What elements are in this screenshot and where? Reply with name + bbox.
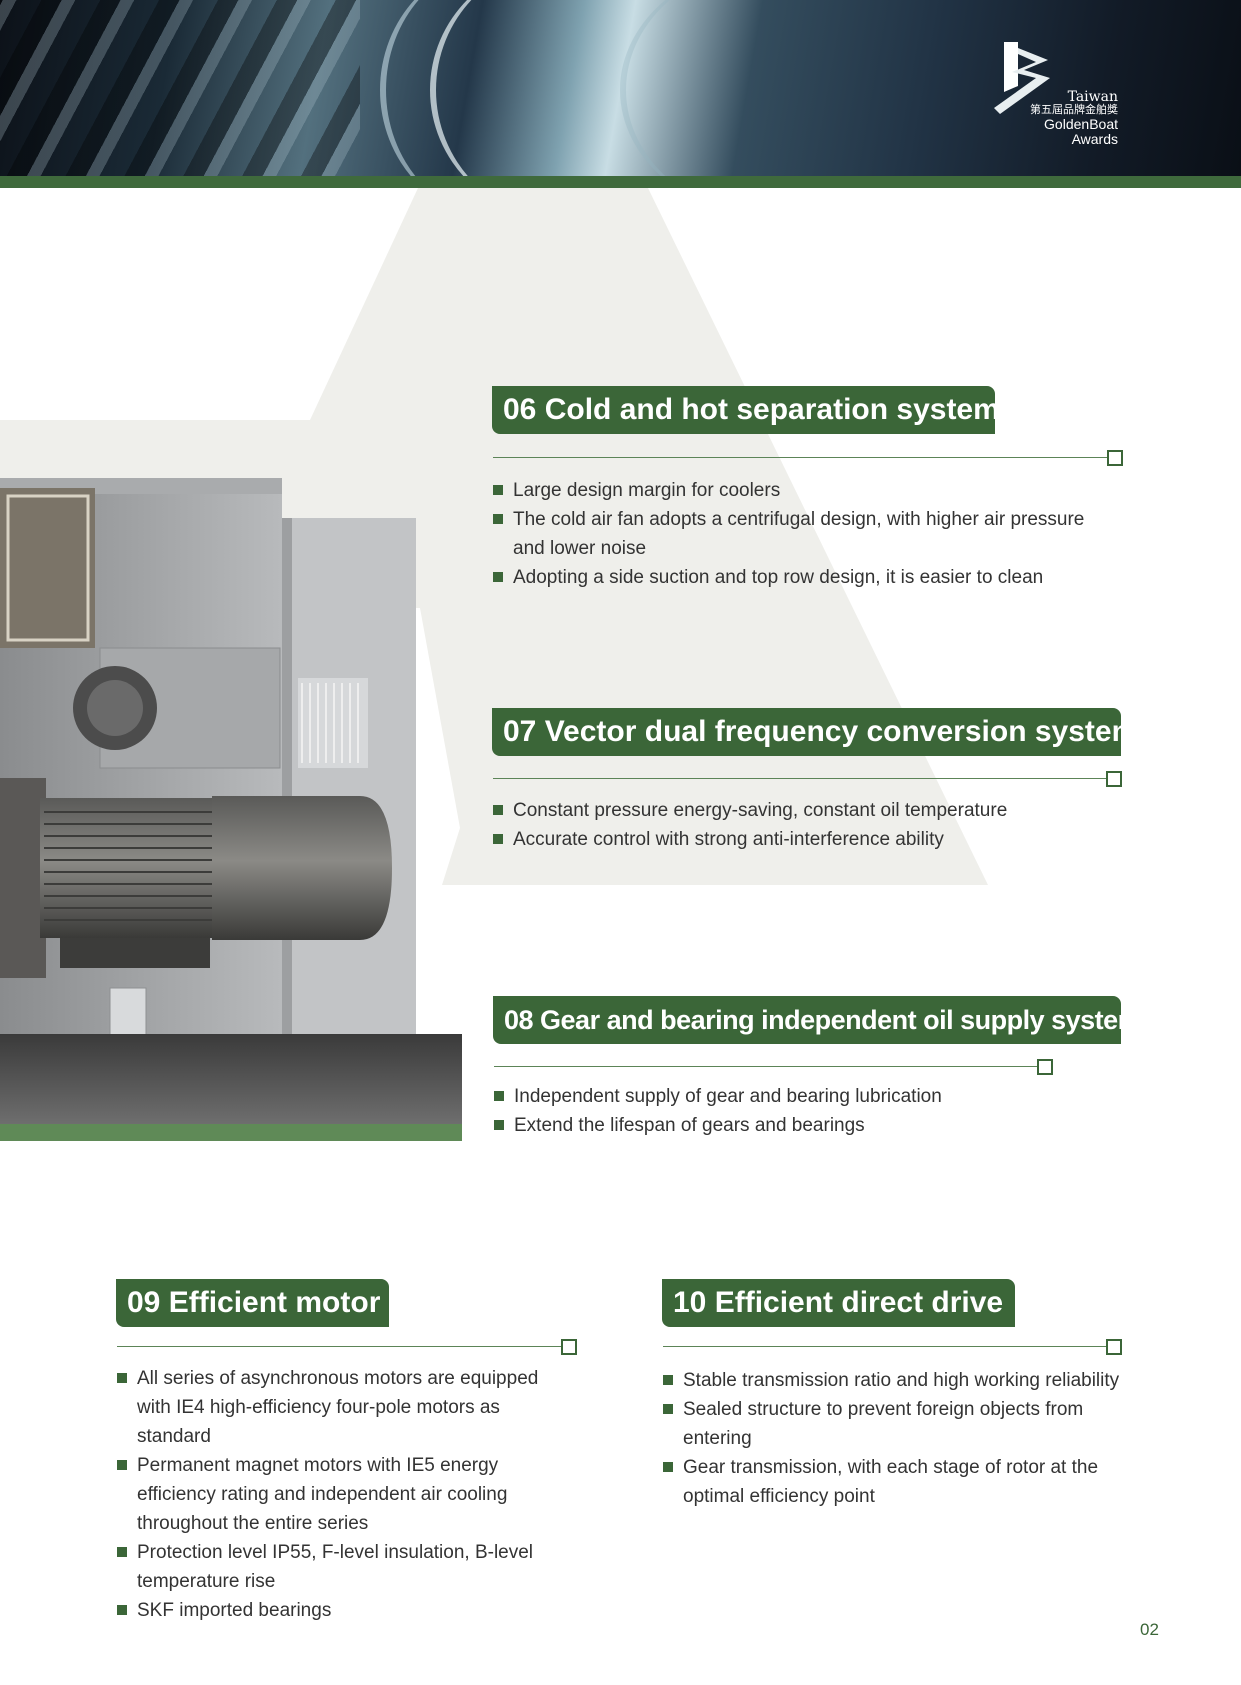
bullet-square-icon (493, 805, 503, 815)
list-item: Sealed structure to prevent foreign obje… (663, 1395, 1133, 1453)
page-number: 02 (1140, 1620, 1159, 1639)
bullet-square-icon (117, 1547, 127, 1557)
section-09-list: All series of asynchronous motors are eq… (117, 1364, 572, 1625)
list-item: Permanent magnet motors with IE5 energy … (117, 1451, 572, 1538)
section-06-rule-end (1107, 450, 1123, 466)
section-10-rule (663, 1346, 1107, 1347)
list-item: Stable transmission ratio and high worki… (663, 1366, 1133, 1395)
list-item: Large design margin for coolers (493, 476, 1113, 505)
section-06-list: Large design margin for coolers The cold… (493, 476, 1113, 592)
bullet-square-icon (117, 1460, 127, 1470)
list-item: Gear transmission, with each stage of ro… (663, 1453, 1133, 1511)
section-10-rule-end (1106, 1339, 1122, 1355)
bullet-square-icon (663, 1462, 673, 1472)
section-07-rule-end (1106, 771, 1122, 787)
list-item: Protection level IP55, F-level insulatio… (117, 1538, 572, 1596)
section-09-title: 09 Efficient motor (116, 1279, 389, 1327)
gear-photo (0, 0, 360, 176)
list-item: Independent supply of gear and bearing l… (494, 1082, 1114, 1111)
list-item: SKF imported bearings (117, 1596, 572, 1625)
section-07-list: Constant pressure energy-saving, constan… (493, 796, 1113, 854)
section-09-rule-end (561, 1339, 577, 1355)
list-item: Accurate control with strong anti-interf… (493, 825, 1113, 854)
section-08-list: Independent supply of gear and bearing l… (494, 1082, 1114, 1140)
section-08-rule (494, 1066, 1037, 1067)
header-green-bar (0, 176, 1241, 188)
bullet-square-icon (493, 514, 503, 524)
section-07-title: 07 Vector dual frequency conversion syst… (492, 708, 1138, 756)
compressor-machine-image (0, 478, 462, 1141)
list-item: Extend the lifespan of gears and bearing… (494, 1111, 1114, 1140)
section-10-title: 10 Efficient direct drive (662, 1279, 1015, 1327)
section-10-list: Stable transmission ratio and high worki… (663, 1366, 1133, 1511)
logo-line-awards: Awards (1071, 131, 1118, 147)
section-08-rule-end (1037, 1059, 1053, 1075)
section-06-title: 06 Cold and hot separation system (492, 386, 1000, 434)
bullet-square-icon (117, 1605, 127, 1615)
header-banner: Taiwan 第五屆品牌金舶獎 GoldenBoat Awards (0, 0, 1241, 176)
bullet-square-icon (663, 1375, 673, 1385)
list-item: The cold air fan adopts a centrifugal de… (493, 505, 1113, 563)
section-08-title: 08 Gear and bearing independent oil supp… (493, 996, 1142, 1044)
bullet-square-icon (494, 1120, 504, 1130)
list-item: Constant pressure energy-saving, constan… (493, 796, 1113, 825)
bullet-square-icon (493, 572, 503, 582)
section-07-rule (493, 778, 1107, 779)
logo-line-chinese: 第五屆品牌金舶獎 (1030, 104, 1118, 116)
bullet-square-icon (117, 1373, 127, 1383)
bullet-square-icon (494, 1091, 504, 1101)
section-06-rule (493, 457, 1107, 458)
logo-line-taiwan: Taiwan (1067, 89, 1118, 105)
section-09-rule (117, 1346, 561, 1347)
logo-line-goldenboat: GoldenBoat (1044, 116, 1118, 132)
goldenboat-awards-logo: Taiwan 第五屆品牌金舶獎 GoldenBoat Awards (990, 40, 1130, 150)
list-item: Adopting a side suction and top row desi… (493, 563, 1113, 592)
bullet-square-icon (493, 485, 503, 495)
list-item: All series of asynchronous motors are eq… (117, 1364, 572, 1451)
bullet-square-icon (663, 1404, 673, 1414)
bullet-square-icon (493, 834, 503, 844)
goldenboat-logo-icon (994, 42, 1050, 114)
